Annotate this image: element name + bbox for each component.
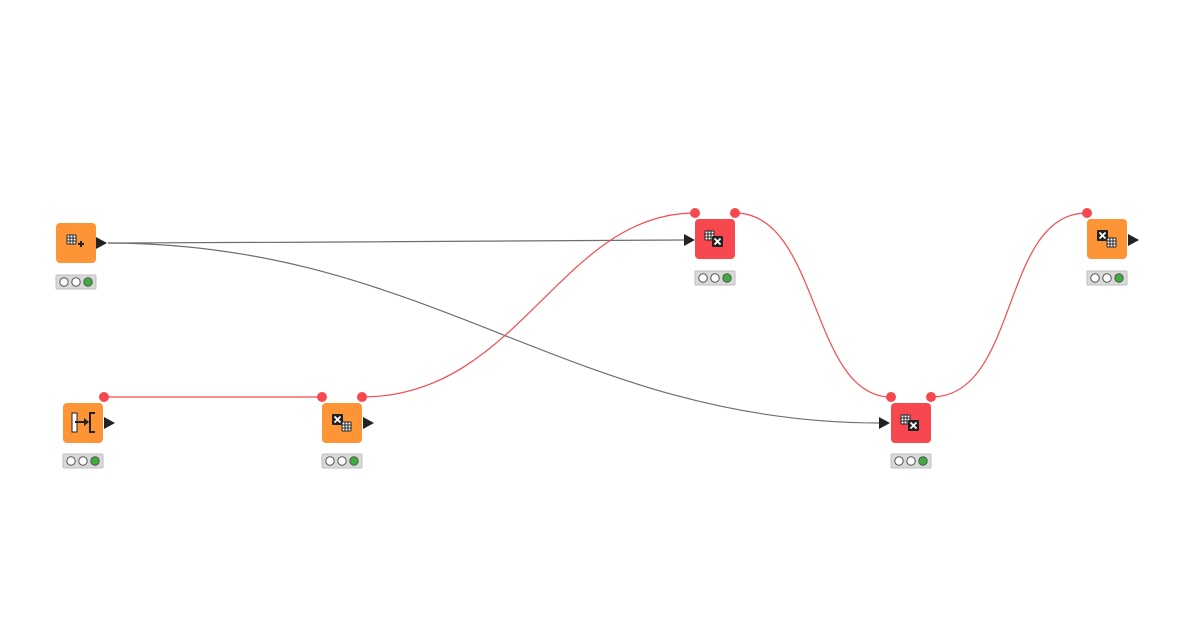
output-port-arrow[interactable] xyxy=(1128,234,1139,246)
node-variable-to-table-left[interactable] xyxy=(317,392,374,469)
node-table-to-variable-bottom[interactable] xyxy=(879,392,936,469)
flow-variable-input-port[interactable] xyxy=(317,392,327,402)
node-table-creator[interactable] xyxy=(55,223,107,290)
node-status-indicator xyxy=(321,453,363,469)
output-port-arrow[interactable] xyxy=(104,417,115,429)
node-status-indicator xyxy=(55,274,97,290)
connection-table-creator-to-top-node[interactable] xyxy=(107,239,685,244)
output-port-arrow[interactable] xyxy=(96,237,107,249)
output-port-arrow[interactable] xyxy=(363,417,374,429)
connections-layer xyxy=(104,212,1088,424)
flow-variable-output-port[interactable] xyxy=(99,392,109,402)
table-to-variable-icon xyxy=(900,414,919,431)
flow-variable-input-port[interactable] xyxy=(690,208,700,218)
flow-variable-input-port[interactable] xyxy=(1082,208,1092,218)
node-status-indicator xyxy=(890,453,932,469)
node-variable-to-table-right[interactable] xyxy=(1082,208,1139,286)
flow-variable-output-port[interactable] xyxy=(926,392,936,402)
table-plus-icon xyxy=(66,234,84,247)
flow-variable-output-port[interactable] xyxy=(357,392,367,402)
flow-variable-input-port[interactable] xyxy=(886,392,896,402)
input-port-arrow[interactable] xyxy=(684,234,695,246)
connection-top-node-to-bottom-node[interactable] xyxy=(734,212,892,398)
node-variable-loop-start[interactable] xyxy=(62,392,115,469)
table-to-variable-icon xyxy=(704,230,723,247)
connection-var-table-left-to-top-node[interactable] xyxy=(361,212,696,398)
variable-to-table-icon xyxy=(332,414,352,432)
bracket-arrow-icon xyxy=(71,412,95,433)
node-table-to-variable-top[interactable] xyxy=(684,208,740,286)
flow-variable-output-port[interactable] xyxy=(730,208,740,218)
input-port-arrow[interactable] xyxy=(879,417,890,429)
connection-bottom-node-to-var-table-right[interactable] xyxy=(930,212,1088,398)
variable-to-table-icon xyxy=(1097,230,1117,248)
node-status-indicator xyxy=(694,270,736,286)
node-status-indicator xyxy=(62,453,104,469)
node-status-indicator xyxy=(1086,270,1128,286)
connection-table-creator-to-bottom-node[interactable] xyxy=(107,242,881,424)
